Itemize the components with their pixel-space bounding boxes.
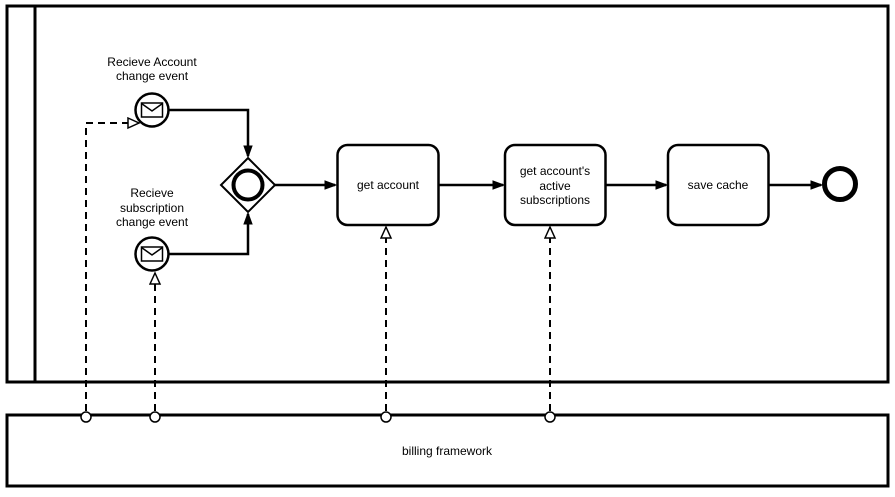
end-event[interactable]	[822, 166, 858, 202]
start-event-receive-subscription-label-line2: subscription	[120, 201, 184, 215]
task-save-cache-label: save cache	[688, 178, 749, 192]
message-flow-source-dot-4	[544, 411, 556, 423]
task-save-cache[interactable]: save cache	[666, 143, 770, 227]
pool-billing-label: billing framework	[402, 444, 493, 458]
start-event-receive-account-label-line2: change event	[116, 69, 189, 83]
start-event-receive-subscription-label-line1: Recieve	[130, 186, 174, 200]
start-event-receive-subscription[interactable]: Recieve subscription change event	[116, 186, 189, 272]
task-get-active-subscriptions-label-line1: get account's	[520, 164, 590, 178]
end-event-circle[interactable]	[822, 166, 858, 202]
task-save-cache-box[interactable]	[666, 143, 770, 227]
sequence-flow-account-event-to-gateway[interactable]	[168, 108, 253, 159]
gateway-inclusive-circle-icon	[231, 168, 265, 202]
message-flow-source-dot-3	[380, 411, 392, 423]
message-flow-billing-to-account-event[interactable]	[85, 123, 138, 411]
task-get-active-subscriptions-label-line3: subscriptions	[520, 193, 590, 207]
pool-billing-framework[interactable]: billing framework	[5, 413, 890, 488]
sequence-flows	[168, 108, 824, 256]
task-get-active-subscriptions-box[interactable]	[503, 143, 607, 227]
task-get-account-label: get account	[357, 178, 420, 192]
message-envelope-icon	[140, 102, 164, 118]
task-get-active-subscriptions-label-line2: active	[539, 179, 571, 193]
inclusive-gateway[interactable]	[219, 156, 277, 214]
start-event-receive-account-label-line1: Recieve Account	[107, 55, 197, 69]
message-flow-source-dot-1	[80, 411, 92, 423]
task-get-account-box[interactable]	[336, 143, 440, 227]
task-get-account[interactable]: get account	[336, 143, 440, 227]
sequence-flow-subscription-event-to-gateway[interactable]	[168, 211, 253, 256]
message-envelope-icon	[140, 246, 164, 262]
task-get-active-subscriptions[interactable]: get account's active subscriptions	[503, 143, 607, 227]
gateway-diamond[interactable]	[219, 156, 277, 214]
start-event-receive-account[interactable]: Recieve Account change event	[107, 55, 197, 128]
message-flow-source-dot-2	[149, 411, 161, 423]
message-flows	[80, 123, 556, 423]
start-event-receive-subscription-label-line3: change event	[116, 215, 189, 229]
pool-billing-border[interactable]	[5, 413, 890, 488]
